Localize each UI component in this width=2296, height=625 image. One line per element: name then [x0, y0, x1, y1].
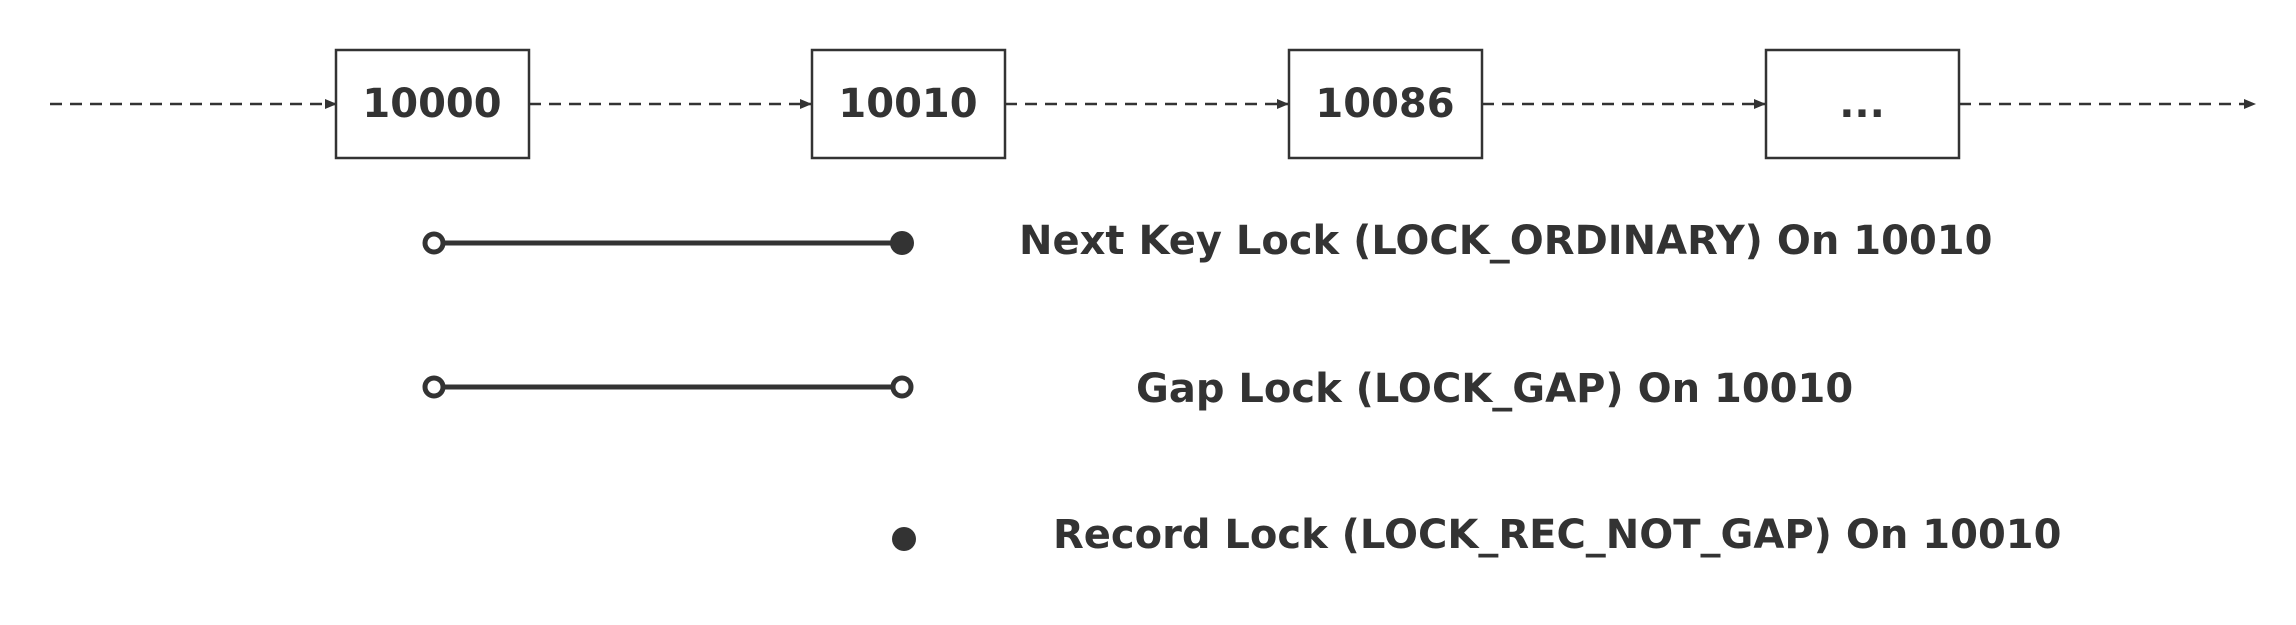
- legend-gap-lock: Gap Lock (LOCK_GAP) On 10010: [422, 366, 1853, 412]
- record-lock-label: Record Lock (LOCK_REC_NOT_GAP) On 10010: [1053, 512, 2061, 558]
- record-node-ellipsis: ...: [1764, 48, 1961, 160]
- record-node-label: 10010: [838, 81, 977, 127]
- open-endpoint-icon: [422, 375, 446, 399]
- open-endpoint-icon: [890, 375, 914, 399]
- record-node-10010: 10010: [810, 48, 1007, 160]
- open-endpoint-icon: [422, 231, 446, 255]
- gap-lock-label: Gap Lock (LOCK_GAP) On 10010: [1136, 366, 1853, 412]
- next-key-lock-label: Next Key Lock (LOCK_ORDINARY) On 10010: [1019, 218, 1992, 264]
- record-node-10086: 10086: [1287, 48, 1484, 160]
- legend-next-key-lock: Next Key Lock (LOCK_ORDINARY) On 10010: [422, 218, 1992, 264]
- filled-endpoint-icon: [892, 527, 916, 551]
- record-node-label: 10000: [362, 81, 501, 127]
- filled-endpoint-icon: [890, 231, 914, 255]
- record-node-label: ...: [1839, 81, 1885, 127]
- record-node-10000: 10000: [334, 48, 531, 160]
- legend-record-lock: Record Lock (LOCK_REC_NOT_GAP) On 10010: [892, 512, 2061, 558]
- record-node-label: 10086: [1315, 81, 1454, 127]
